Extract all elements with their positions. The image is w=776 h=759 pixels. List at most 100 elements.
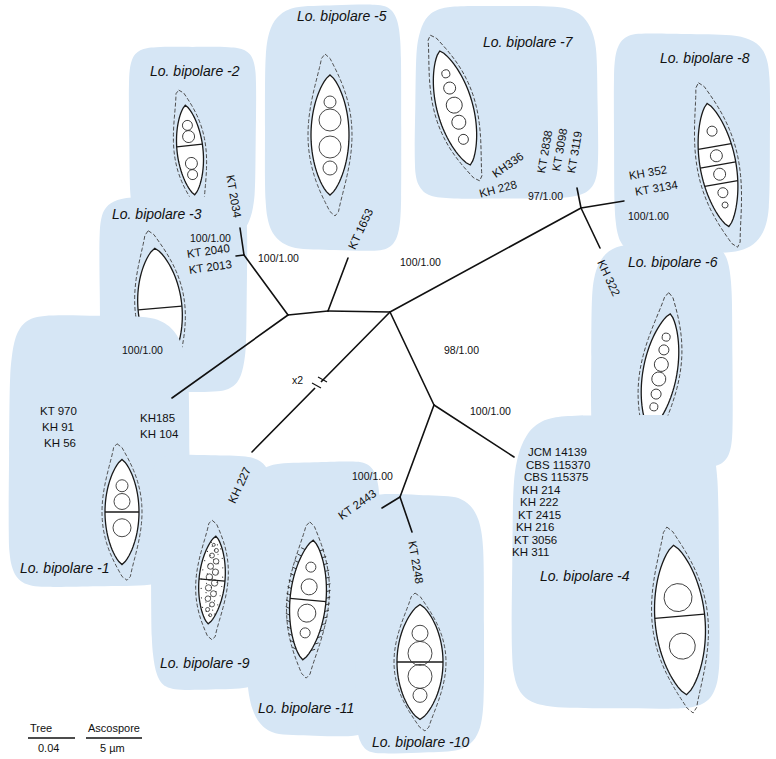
spore-septum [705, 181, 738, 187]
wall-ornament [217, 604, 218, 605]
wall-ornament [205, 601, 206, 602]
wall-ornament [201, 597, 202, 598]
scale-label: Tree [30, 722, 52, 735]
guttule [187, 169, 198, 180]
guttule [706, 125, 718, 137]
support-value: 100/1.00 [628, 210, 669, 223]
wall-ornament [206, 611, 207, 612]
ascospore-drawing [168, 88, 213, 212]
clade-region: Lo. bipolare -9KH 227 [146, 448, 276, 693]
guttule [444, 95, 464, 115]
guttule [209, 553, 214, 558]
spore-septum [655, 614, 705, 618]
branch-break-label: x2 [292, 374, 303, 387]
wall-ornament [212, 609, 213, 610]
spore-body [649, 543, 712, 697]
spore-body [422, 46, 487, 169]
guttule [323, 161, 337, 175]
guttule [663, 582, 693, 612]
guttule [722, 202, 729, 209]
ascospore-drawing [683, 78, 754, 251]
spore-sheath [415, 28, 495, 187]
clade-region: Lo. bipolare -10KT 2248 [350, 490, 487, 759]
wall-ornament [213, 559, 214, 560]
tree-branch [236, 255, 244, 256]
tree-branch [400, 405, 434, 497]
guttule [442, 81, 457, 96]
guttule [649, 402, 658, 411]
wall-hair [326, 603, 330, 605]
support-value: 100/1.00 [400, 256, 441, 269]
tree-scale-bar [28, 737, 75, 738]
guttule [207, 563, 213, 569]
strain-label: KH 228 [478, 178, 519, 201]
wall-hair [315, 643, 319, 645]
wall-ornament [222, 567, 223, 568]
branch-break-mark [312, 383, 321, 388]
species-name: Lo. bipolare -8 [660, 50, 750, 67]
guttule [412, 625, 428, 641]
strain-label: KT 2034 [222, 174, 243, 219]
guttule [408, 664, 432, 688]
clade-background [355, 494, 484, 753]
guttule [116, 480, 128, 492]
wall-ornament [222, 558, 223, 559]
spore-body [397, 605, 443, 720]
wall-hair [317, 636, 321, 638]
spore-scale-bar [86, 737, 142, 738]
wall-ornament [210, 596, 211, 597]
wall-hair [286, 613, 290, 615]
clade-region: Lo. bipolare -5KT 1653 [262, 0, 407, 256]
guttule [205, 607, 209, 611]
ascospore-drawing [279, 520, 336, 679]
ascospore-drawing [191, 519, 233, 640]
wall-ornament [205, 592, 206, 593]
wall-ornament [208, 615, 209, 616]
wall-ornament [212, 546, 213, 547]
wall-hair [325, 610, 329, 612]
guttule [206, 574, 213, 581]
spore-septum [290, 598, 326, 601]
spore-septum [138, 306, 182, 310]
wall-ornament [212, 577, 213, 578]
clade-outline [3, 312, 193, 594]
wall-hair [290, 574, 294, 576]
wall-hair [287, 587, 291, 589]
scale-label: 5 µm [100, 742, 125, 755]
support-value: 100/1.00 [258, 252, 299, 265]
spore-sheath [394, 593, 446, 731]
support-value: 100/1.00 [122, 344, 163, 357]
spore-sheath [191, 519, 233, 640]
wall-hair [287, 627, 291, 629]
support-value: 100/1.00 [470, 405, 511, 418]
wall-hair [311, 649, 315, 651]
wall-hair [301, 548, 305, 550]
strain-label: CBS 115370 [526, 459, 590, 473]
wall-ornament [202, 569, 203, 570]
guttule [185, 157, 198, 170]
spore-body [172, 104, 207, 196]
wall-hair [289, 580, 293, 582]
species-name: Lo. bipolare -3 [112, 206, 202, 223]
species-name: Lo. bipolare -9 [160, 655, 250, 672]
wall-ornament [208, 564, 209, 565]
support-value: 100/1.00 [190, 232, 231, 245]
strain-label: KH 56 [44, 437, 76, 451]
wall-hair [288, 634, 292, 636]
strain-label: KT 2248 [404, 540, 425, 585]
wall-hair [292, 567, 296, 569]
wall-ornament [211, 587, 212, 588]
strain-label: KH 322 [593, 258, 622, 299]
spore-body [105, 460, 139, 565]
guttule [297, 603, 317, 623]
tree-branch [328, 311, 390, 312]
wall-ornament [221, 586, 222, 587]
wall-hair [320, 630, 324, 632]
guttule [209, 614, 212, 617]
strain-label: KH185 [140, 412, 175, 426]
strain-label: KT 1653 [346, 207, 377, 252]
spore-sheath [168, 88, 213, 212]
spore-body [633, 311, 687, 433]
ascospore-drawing [308, 54, 352, 216]
guttule [211, 579, 218, 586]
